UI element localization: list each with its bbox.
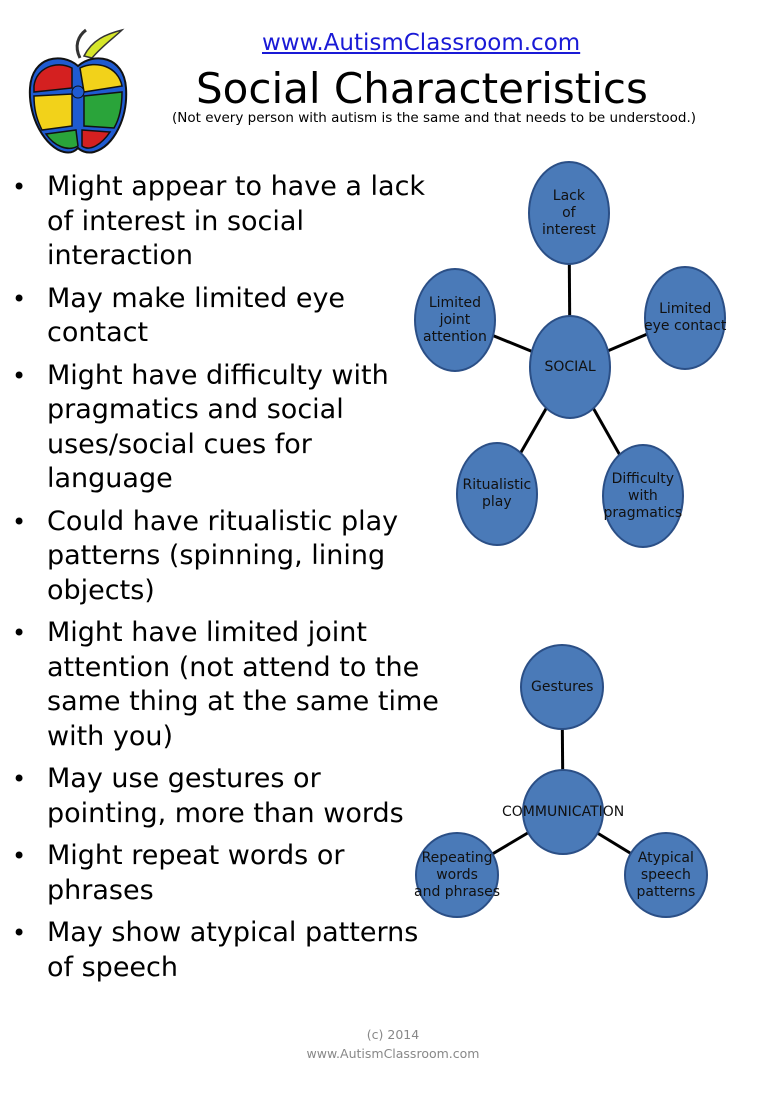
communication-center-label: COMMUNICATION	[502, 803, 625, 820]
puzzle-apple-logo	[28, 28, 128, 154]
bullet-icon: •	[12, 842, 27, 870]
list-item: •May make limited eye contact	[12, 282, 346, 349]
characteristics-list: •Might appear to have a lack of interest…	[6, 170, 446, 993]
bullet-icon: •	[12, 284, 27, 313]
communication-node-gestures: Gestures	[531, 678, 594, 695]
footer-copyright: (c) 2014	[366, 1027, 420, 1042]
list-item: •Might appear to have a lack of interest…	[12, 171, 426, 271]
list-item: •Might have difficulty with pragmatics a…	[12, 359, 389, 495]
communication-connector-line	[560, 686, 565, 813]
bullet-icon: •	[12, 919, 27, 947]
social-center-label: SOCIAL	[544, 358, 596, 375]
bullet-icon: •	[12, 173, 27, 201]
website-link[interactable]: www.AutismClassroom.com	[262, 30, 581, 56]
footer-site: www.AutismClassroom.com	[306, 1046, 480, 1061]
social-connector-line	[495, 366, 572, 495]
list-item: •May use gestures or pointing, more than…	[12, 763, 404, 829]
communication-connectors	[456, 686, 667, 877]
list-item: •Might repeat words or phrases	[12, 840, 345, 906]
list-item: •Might have limited joint attention (not…	[12, 617, 439, 752]
bullet-icon: •	[12, 507, 27, 536]
bullet-icon: •	[12, 765, 27, 793]
list-item: •Could have ritualistic play patterns (s…	[12, 505, 399, 606]
list-item: •May show atypical patterns of speech	[12, 917, 419, 983]
page-subtitle: (Not every person with autism is the sam…	[172, 110, 697, 126]
bullet-icon: •	[12, 361, 27, 390]
bullet-icon: •	[12, 619, 27, 647]
page-title: Social Characteristics	[196, 64, 648, 113]
social-connectors	[454, 212, 686, 497]
